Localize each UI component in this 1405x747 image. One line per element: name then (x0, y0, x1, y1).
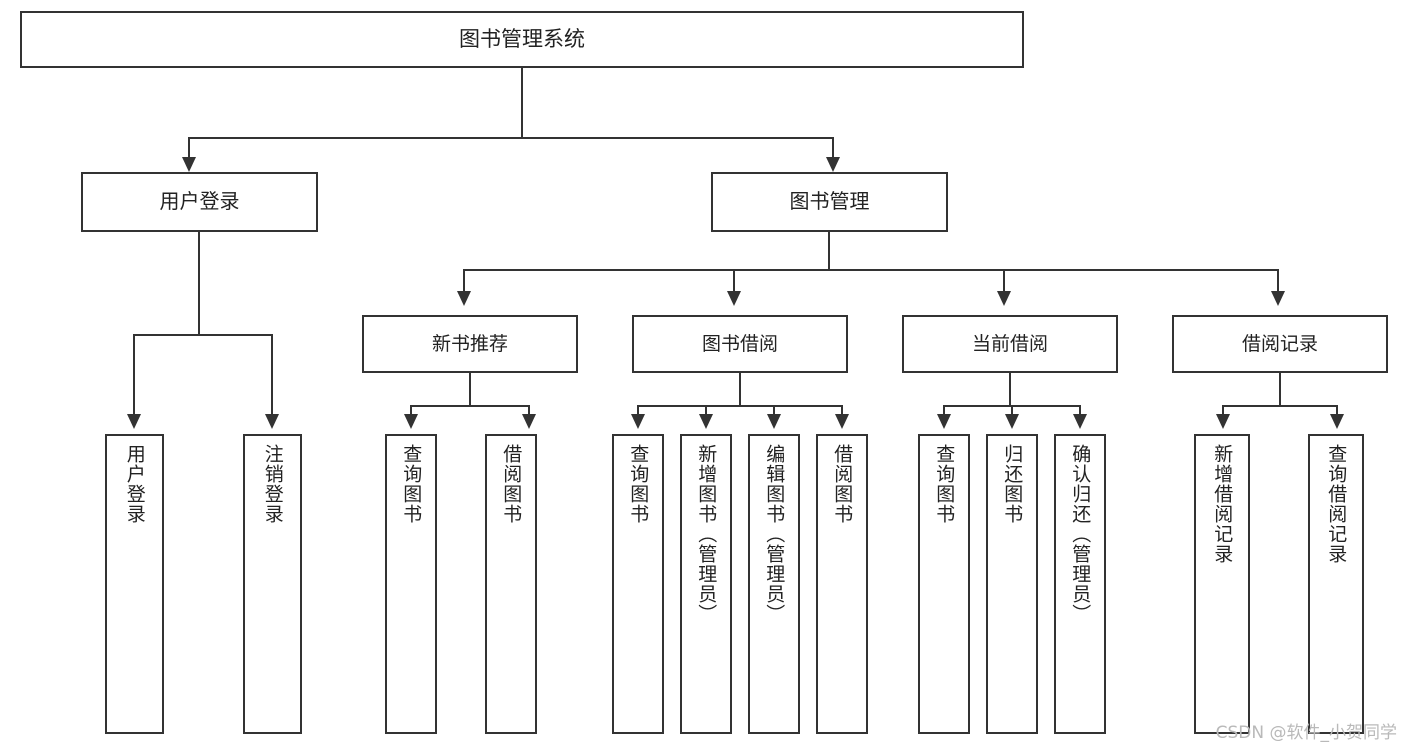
node-label: 归还图书 (1001, 444, 1024, 524)
leaf-borrow-book-recommend[interactable]: 借阅图书 (485, 434, 537, 734)
node-label: 借阅图书 (831, 444, 854, 524)
leaf-confirm-return-admin[interactable]: 确认归还（管理员） (1054, 434, 1106, 734)
leaf-user-login[interactable]: 用户登录 (105, 434, 164, 734)
connector-bookborrow-leaf3 (773, 405, 775, 418)
node-label: 借阅记录 (1241, 332, 1318, 355)
node-label: 当前借阅 (971, 332, 1048, 355)
arrow-icon (457, 291, 471, 306)
node-label: 图书借阅 (701, 332, 778, 355)
leaf-return-book[interactable]: 归还图书 (986, 434, 1038, 734)
connector-root-stem (521, 68, 523, 138)
arrow-icon (826, 157, 840, 172)
node-borrow-record[interactable]: 借阅记录 (1172, 315, 1388, 373)
arrow-icon (1005, 414, 1019, 429)
arrow-icon (182, 157, 196, 172)
connector-borrowrecord-leaf1 (1222, 405, 1224, 418)
leaf-add-book-admin[interactable]: 新增图书（管理员） (680, 434, 732, 734)
connector-bookborrow-bus (637, 405, 843, 407)
node-label: 查询图书 (933, 444, 956, 524)
arrow-icon (937, 414, 951, 429)
node-current-borrow[interactable]: 当前借阅 (902, 315, 1118, 373)
arrow-icon (767, 414, 781, 429)
leaf-query-book-borrow[interactable]: 查询图书 (612, 434, 664, 734)
leaf-borrow-book[interactable]: 借阅图书 (816, 434, 868, 734)
connector-userlogin-leaf1 (133, 334, 135, 418)
connector-bookborrow-stem (739, 373, 741, 407)
arrow-icon (997, 291, 1011, 306)
node-label: 编辑图书（管理员） (763, 444, 786, 624)
watermark: CSDN @软件_小贺同学 (1215, 723, 1397, 743)
connector-currentborrow-stem (1009, 373, 1011, 407)
arrow-icon (699, 414, 713, 429)
leaf-add-borrow-record[interactable]: 新增借阅记录 (1194, 434, 1250, 734)
connector-root-to-user-login (188, 137, 190, 162)
connector-newbook-bus (410, 405, 530, 407)
connector-borrowrecord-leaf2 (1336, 405, 1338, 418)
node-label: 新增图书（管理员） (695, 444, 718, 624)
node-label: 注销登录 (261, 444, 284, 524)
arrow-icon (631, 414, 645, 429)
node-label: 用户登录 (123, 444, 146, 524)
node-label: 查询图书 (400, 444, 423, 524)
arrow-icon (1073, 414, 1087, 429)
connector-userlogin-leaf2 (271, 334, 273, 418)
arrow-icon (1271, 291, 1285, 306)
node-book-management[interactable]: 图书管理 (711, 172, 948, 232)
arrow-icon (522, 414, 536, 429)
connector-userlogin-stem (198, 232, 200, 336)
connector-to-current-borrow (1003, 269, 1005, 295)
node-label: 查询借阅记录 (1325, 444, 1348, 564)
connector-currentborrow-leaf1 (943, 405, 945, 418)
arrow-icon (404, 414, 418, 429)
node-root-system[interactable]: 图书管理系统 (20, 11, 1024, 68)
connector-borrowrecord-stem (1279, 373, 1281, 407)
connector-currentborrow-leaf3 (1079, 405, 1081, 418)
arrow-icon (265, 414, 279, 429)
node-label: 确认归还（管理员） (1069, 444, 1092, 624)
connector-newbook-leaf2 (528, 405, 530, 418)
arrow-icon (1216, 414, 1230, 429)
connector-to-book-borrow (733, 269, 735, 295)
node-label: 用户登录 (159, 189, 240, 214)
node-label: 图书管理 (789, 189, 870, 214)
connector-bookmgmt-stem (828, 232, 830, 271)
node-label: 查询图书 (627, 444, 650, 524)
arrow-icon (127, 414, 141, 429)
node-label: 新书推荐 (431, 332, 508, 355)
connector-root-bus (188, 137, 834, 139)
connector-bookborrow-leaf4 (841, 405, 843, 418)
connector-currentborrow-leaf2 (1011, 405, 1013, 418)
connector-bookmgmt-bus (463, 269, 1277, 271)
node-book-borrow[interactable]: 图书借阅 (632, 315, 848, 373)
leaf-query-book-current[interactable]: 查询图书 (918, 434, 970, 734)
connector-userlogin-bus (133, 334, 273, 336)
connector-to-new-book (463, 269, 465, 295)
connector-borrowrecord-bus (1222, 405, 1338, 407)
node-user-login[interactable]: 用户登录 (81, 172, 318, 232)
leaf-query-borrow-record[interactable]: 查询借阅记录 (1308, 434, 1364, 734)
connector-bookborrow-leaf1 (637, 405, 639, 418)
connector-root-to-book-mgmt (832, 137, 834, 162)
node-label: 图书管理系统 (459, 27, 585, 52)
connector-to-borrow-record (1277, 269, 1279, 295)
node-label: 借阅图书 (500, 444, 523, 524)
connector-newbook-leaf1 (410, 405, 412, 418)
arrow-icon (727, 291, 741, 306)
connector-bookborrow-leaf2 (705, 405, 707, 418)
arrow-icon (1330, 414, 1344, 429)
node-label: 新增借阅记录 (1211, 444, 1234, 564)
node-new-book-recommend[interactable]: 新书推荐 (362, 315, 578, 373)
leaf-logout[interactable]: 注销登录 (243, 434, 302, 734)
leaf-query-book-recommend[interactable]: 查询图书 (385, 434, 437, 734)
leaf-edit-book-admin[interactable]: 编辑图书（管理员） (748, 434, 800, 734)
arrow-icon (835, 414, 849, 429)
connector-newbook-stem (469, 373, 471, 407)
